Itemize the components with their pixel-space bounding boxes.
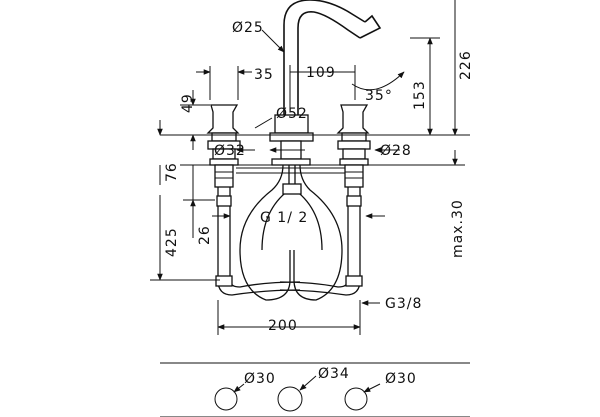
label-d52: Ø52 bbox=[276, 106, 308, 122]
label-d25: Ø25 bbox=[232, 20, 264, 36]
label-d425: 425 bbox=[164, 227, 180, 257]
label-d76: 76 bbox=[164, 162, 180, 182]
label-d26: 26 bbox=[197, 225, 213, 245]
label-d153: 153 bbox=[412, 80, 428, 110]
hoses bbox=[215, 164, 363, 301]
label-d35: 35 bbox=[254, 67, 274, 83]
spout bbox=[283, 0, 382, 115]
centre-body bbox=[180, 114, 465, 174]
hole-plan bbox=[160, 362, 470, 417]
dimension-lines bbox=[150, 0, 470, 335]
label-d28: Ø28 bbox=[380, 143, 412, 159]
label-bottom-right: Ø30 bbox=[385, 371, 417, 387]
label-d109: 109 bbox=[306, 65, 336, 81]
label-d226: 226 bbox=[458, 50, 474, 80]
label-d49: 49 bbox=[180, 93, 196, 113]
label-bottom-left: Ø30 bbox=[244, 371, 276, 387]
label-max30: max.30 bbox=[450, 199, 466, 258]
label-d32: Ø32 bbox=[214, 143, 246, 159]
left-handle bbox=[206, 104, 241, 188]
label-g12: G 1/ 2 bbox=[260, 210, 308, 226]
dimension-labels: Ø25 35 109 35° Ø52 Ø32 Ø28 G 1/ 2 G3/8 2… bbox=[164, 20, 474, 387]
label-d200: 200 bbox=[268, 318, 298, 334]
label-angle35: 35° bbox=[365, 88, 393, 104]
right-handle bbox=[336, 104, 371, 188]
label-g38: G3/8 bbox=[385, 296, 422, 312]
label-bottom-mid: Ø34 bbox=[318, 366, 350, 382]
